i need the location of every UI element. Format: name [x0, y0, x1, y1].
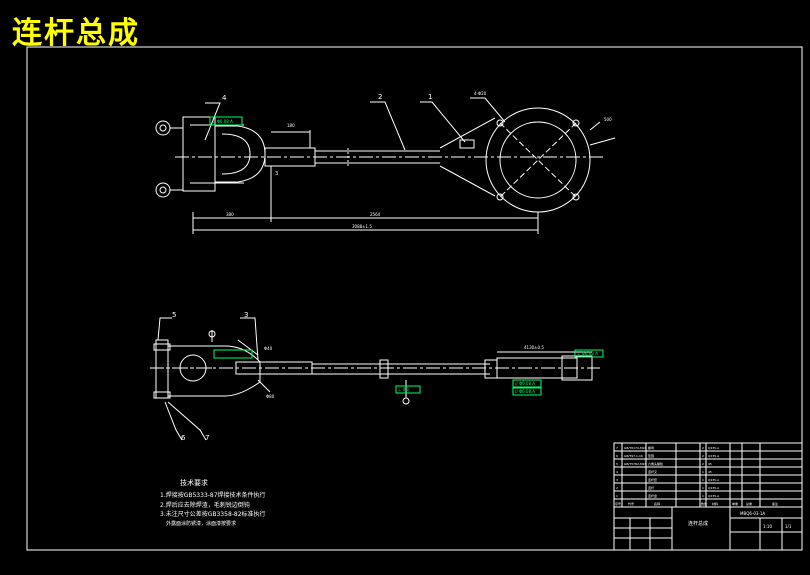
- svg-text:连杆套: 连杆套: [648, 477, 657, 482]
- balloon-2: 2: [378, 93, 382, 101]
- svg-text:1: 1: [702, 494, 704, 498]
- drawing-name: 连杆总成: [688, 520, 708, 527]
- svg-text:GB/T6170-M16: GB/T6170-M16: [624, 446, 646, 450]
- parts-row: 7 GB/T6170-M16 螺母 2 Q235-A: [616, 445, 720, 450]
- svg-text:总重: 总重: [746, 501, 752, 506]
- note-1: 1.焊接按GB5333-87焊接技术条件执行: [160, 491, 266, 499]
- drawing-scale: 1:10: [763, 524, 772, 529]
- svg-text:2: 2: [616, 486, 618, 490]
- balloon-4: 4: [222, 94, 227, 102]
- front-parallel-2: // Φ0.08 A: [515, 389, 535, 394]
- front-right-frame: ⊥ Φ0.08 A: [577, 351, 598, 356]
- parts-row: 2 连杆 1 Q235-A: [616, 485, 720, 490]
- dim-front-right: 4130±0.5: [524, 345, 544, 350]
- svg-text:GB/T97.1-16: GB/T97.1-16: [624, 454, 643, 458]
- parts-list: 7 GB/T6170-M16 螺母 2 Q235-A 6 GB/T97.1-16…: [615, 445, 778, 506]
- svg-text:4: 4: [616, 470, 618, 474]
- parts-row: 6 GB/T97.1-16 垫圈 2 Q235-A: [616, 453, 720, 458]
- dim-flange-dia: 500: [604, 117, 612, 122]
- svg-text:45: 45: [708, 462, 712, 466]
- svg-text:备注: 备注: [772, 501, 778, 506]
- svg-text:Q235-A: Q235-A: [708, 486, 720, 490]
- svg-text:2: 2: [702, 446, 704, 450]
- svg-text:Q235-A: Q235-A: [708, 478, 720, 482]
- top-tolerance-frame: ⊥ Φ0.08 A: [212, 119, 233, 124]
- top-view: [155, 97, 616, 234]
- svg-text:代号: 代号: [628, 501, 634, 506]
- svg-text:垫圈: 垫圈: [648, 453, 654, 458]
- sheet-border: [26, 46, 803, 551]
- front-view: [150, 317, 600, 441]
- svg-text:2: 2: [702, 454, 704, 458]
- svg-text:螺母: 螺母: [648, 445, 654, 450]
- balloon-3: 3: [244, 311, 248, 319]
- dim-left-offset: 380: [226, 212, 234, 217]
- svg-text:名称: 名称: [654, 501, 660, 506]
- svg-text:45: 45: [708, 470, 712, 474]
- drawing-title: 连杆总成: [12, 16, 140, 51]
- parts-header-row: 序号 代号 名称 数量 材料 单重 总重 备注: [615, 501, 778, 506]
- svg-text:数量: 数量: [701, 501, 707, 506]
- balloon-7: 7: [205, 434, 209, 442]
- dim-boss: 180: [287, 123, 295, 128]
- note-2: 2.焊后应去除焊渣，毛刺锐边倒钝: [160, 501, 250, 509]
- front-gdt-frames: [213, 349, 604, 396]
- parts-row: 4 连杆叉 1 45: [616, 469, 712, 474]
- dim-overall-length: 3088±1.5: [352, 224, 372, 229]
- svg-text:1: 1: [702, 470, 704, 474]
- dim-hole-label: 4-Φ20: [474, 91, 487, 96]
- parts-row: 5 GB/T5782-M16 六角头螺栓 2 45: [616, 461, 712, 466]
- drawing-sheet: 1/1: [785, 524, 792, 529]
- drawing-number: MBQ6-03-1A: [740, 511, 765, 516]
- dim-front-lower: Φ80: [266, 394, 275, 399]
- svg-text:六角头螺栓: 六角头螺栓: [648, 461, 663, 466]
- svg-text:1: 1: [702, 486, 704, 490]
- note-4: 外露面涂防锈漆，涂面漆按要求: [166, 520, 236, 527]
- svg-text:Q235-A: Q235-A: [708, 446, 720, 450]
- svg-text:Q235-A: Q235-A: [708, 494, 720, 498]
- svg-text:1: 1: [702, 478, 704, 482]
- svg-text:连杆叉: 连杆叉: [648, 469, 657, 474]
- parts-row: 1 连杆盘 1 Q235-A: [616, 493, 720, 498]
- dim-front-left: Φ40: [264, 346, 273, 351]
- svg-text:2: 2: [702, 462, 704, 466]
- svg-text:连杆: 连杆: [648, 485, 654, 490]
- balloon-1: 1: [428, 93, 432, 101]
- front-parallel-1: // Φ0.08 A: [515, 381, 535, 386]
- svg-text:GB/T5782-M16: GB/T5782-M16: [624, 462, 646, 466]
- svg-text:单重: 单重: [732, 501, 738, 506]
- note-3: 3.未注尺寸公差按GB3358-82标准执行: [160, 510, 266, 518]
- parts-row: 3 连杆套 1 Q235-A: [616, 477, 720, 482]
- dim-center-length: 2564: [370, 212, 381, 217]
- svg-text:1: 1: [616, 494, 618, 498]
- balloon-5: 5: [172, 311, 176, 319]
- svg-text:连杆盘: 连杆盘: [648, 493, 657, 498]
- svg-text:3: 3: [616, 478, 618, 482]
- svg-text:5: 5: [616, 462, 618, 466]
- svg-text:6: 6: [616, 454, 618, 458]
- svg-text:7: 7: [616, 446, 618, 450]
- title-block: [613, 442, 803, 551]
- balloon-6: 6: [181, 434, 186, 442]
- dim-side: 3: [275, 171, 278, 177]
- front-datum-frame: ⊥ 0.1: [398, 387, 410, 392]
- svg-text:序号: 序号: [615, 501, 621, 506]
- svg-text:Q235-A: Q235-A: [708, 454, 720, 458]
- notes-heading: 技术要求: [180, 478, 208, 487]
- svg-text:材料: 材料: [712, 501, 718, 506]
